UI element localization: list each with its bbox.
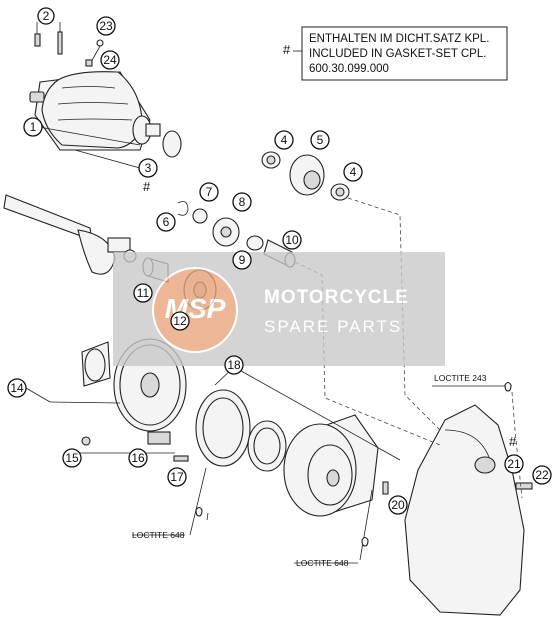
- svg-text:4: 4: [281, 133, 288, 147]
- svg-text:22: 22: [535, 468, 549, 482]
- crankshaft: [3, 194, 137, 275]
- svg-text:7: 7: [206, 185, 213, 199]
- svg-text:20: 20: [391, 498, 405, 512]
- callout-10: 10: [282, 230, 302, 250]
- watermark-title: MOTORCYCLE: [264, 287, 409, 308]
- svg-text:21: 21: [507, 457, 521, 471]
- callout-20: 20: [388, 495, 408, 515]
- svg-text:1: 1: [30, 120, 37, 134]
- note-line-de: ENTHALTEN IM DICHT.SATZ KPL.: [309, 33, 489, 45]
- svg-text:24: 24: [103, 53, 117, 67]
- callout-17: 17: [167, 467, 187, 487]
- callout-14: 14: [7, 378, 27, 398]
- svg-text:12: 12: [173, 314, 187, 328]
- svg-text:15: 15: [65, 451, 79, 465]
- callout-12: 12: [170, 311, 190, 331]
- note-line-en: INCLUDED IN GASKET-SET CPL.: [309, 48, 486, 60]
- svg-text:5: 5: [317, 133, 324, 147]
- svg-text:4: 4: [350, 165, 357, 179]
- callout-23: 23: [96, 16, 116, 36]
- svg-text:18: 18: [227, 358, 241, 372]
- callout-11: 11: [133, 283, 153, 303]
- callout-15: 15: [62, 448, 82, 468]
- loctite-648-left-label: LOCTITE 648: [132, 530, 185, 540]
- callout-3: 3: [138, 158, 158, 178]
- callout-16: 16: [128, 448, 148, 468]
- starter-bolts: [34, 22, 63, 55]
- hash-marker-3: #: [143, 179, 151, 194]
- svg-text:3: 3: [145, 161, 152, 175]
- starter-cable-parts: [85, 39, 104, 67]
- svg-text:11: 11: [137, 286, 150, 300]
- callout-5: 5: [310, 130, 330, 150]
- hash-marker-21: #: [509, 434, 517, 449]
- callout-18: 18: [224, 355, 244, 375]
- callout-4-right: 4: [343, 162, 363, 182]
- svg-text:9: 9: [239, 253, 246, 267]
- svg-text:23: 23: [99, 19, 113, 33]
- callout-4-left: 4: [274, 130, 294, 150]
- svg-text:2: 2: [43, 9, 50, 23]
- note-part-number: 600.30.099.000: [309, 63, 389, 75]
- svg-text:14: 14: [10, 381, 24, 395]
- svg-text:17: 17: [170, 470, 184, 484]
- callout-24: 24: [100, 50, 120, 70]
- callout-9: 9: [232, 250, 252, 270]
- callout-21: 21: [504, 454, 524, 474]
- loctite-648-right-label: LOCTITE 648: [296, 558, 349, 568]
- rotor-assembly: [195, 389, 389, 517]
- callout-6: 6: [156, 212, 176, 232]
- note-hash-marker: #: [283, 42, 291, 57]
- svg-text:8: 8: [239, 195, 246, 209]
- callout-7: 7: [199, 182, 219, 202]
- callout-2: 2: [37, 7, 55, 25]
- callout-22: 22: [532, 465, 552, 485]
- idler-gear-assembly: [261, 151, 350, 201]
- watermark-subtitle: SPARE PARTS: [264, 317, 402, 336]
- ignition-cover: [404, 404, 533, 616]
- callout-8: 8: [232, 192, 252, 212]
- svg-text:6: 6: [163, 215, 170, 229]
- callout-1: 1: [23, 117, 43, 137]
- loctite-drops: [195, 381, 512, 547]
- gasket-set-note: # ENTHALTEN IM DICHT.SATZ KPL. INCLUDED …: [283, 26, 508, 81]
- starter-motor: [29, 71, 182, 158]
- watermark: MSP MOTORCYCLE SPARE PARTS: [113, 252, 445, 366]
- svg-text:10: 10: [285, 233, 299, 247]
- svg-text:16: 16: [131, 451, 145, 465]
- loctite-243-label: LOCTITE 243: [434, 373, 487, 383]
